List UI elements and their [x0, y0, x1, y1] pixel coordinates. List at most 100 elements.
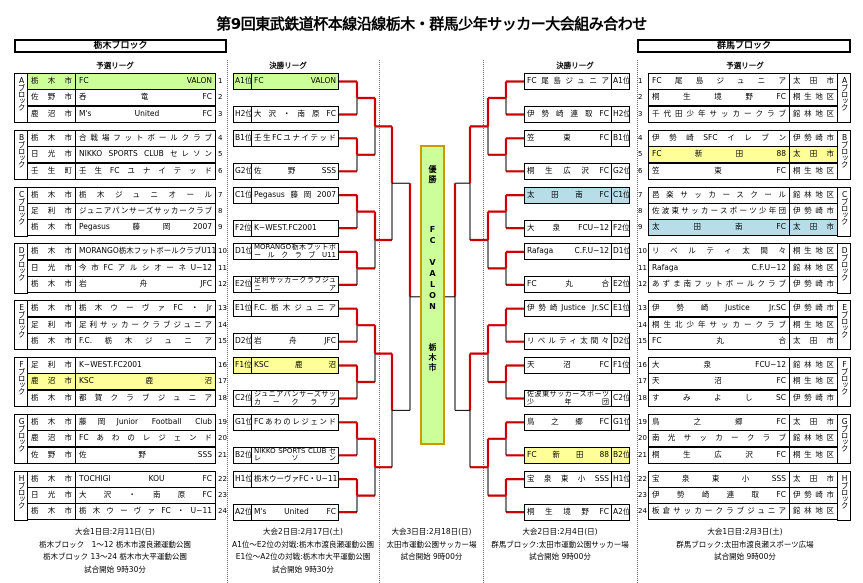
block-label: Fブロック — [14, 357, 28, 408]
team-number: 7 — [218, 190, 223, 199]
team-name: K−WEST.FC2001 — [75, 357, 216, 374]
final-team: 伊勢崎Justice Jr.SC — [524, 300, 612, 318]
team-name: 栃木ウーヴァFC・U−11 — [75, 503, 216, 521]
team-number: 2 — [218, 93, 223, 102]
team-number: 10 — [218, 247, 227, 256]
team-name: 笠東FC — [648, 162, 790, 180]
team-number: 1 — [218, 77, 223, 85]
champion-box: 優勝 FC VALON 栃木市 — [420, 145, 445, 445]
team-number: 23 — [638, 491, 647, 499]
team-number: 14 — [638, 320, 647, 329]
team-name: 佐波東サッカースポーツ少年団 — [648, 203, 790, 220]
seed-label: F2位 — [233, 219, 252, 237]
team-city: 伊勢崎市 — [789, 487, 838, 504]
footer-line: 試合開始 9時00分 — [529, 552, 591, 561]
team-number: 22 — [638, 474, 647, 483]
team-number: 18 — [218, 393, 227, 402]
team-number: 19 — [218, 417, 227, 426]
block-label-text: Fブロック — [17, 360, 27, 394]
team-city: 太田市 — [789, 470, 838, 488]
seed-label: B1位 — [611, 129, 630, 147]
team-number: 20 — [638, 434, 647, 443]
footer-line: 栃木ブロック 13〜24 栃木市大平運動公園 — [43, 552, 187, 561]
block-label-text: Cブロック — [17, 189, 27, 224]
team-name: FC新田88 — [648, 146, 790, 164]
team-name: 大泉FCU−12 — [648, 357, 790, 374]
team-city: 鹿沼市 — [27, 105, 76, 123]
footer-line: 試合開始 9時30分 — [272, 564, 334, 574]
team-city: 栃木市 — [27, 129, 76, 147]
block-label: Cブロック — [14, 186, 28, 237]
team-number: 17 — [638, 377, 647, 386]
footer-line: 大会1日目:2月11日(日) — [75, 527, 155, 536]
team-number: 24 — [218, 507, 227, 516]
team-number: 20 — [218, 434, 227, 443]
final-team: FC新田88 — [524, 446, 612, 464]
team-number: 8 — [638, 207, 643, 215]
final-team: FC丸合 — [524, 276, 612, 294]
team-number: 17 — [218, 377, 227, 386]
team-name: ジュニアパンサーズサッカークラブ — [75, 203, 216, 220]
footer-line: 大会1日目:2月3日(土) — [707, 527, 783, 536]
gunma-prelim-label: 予選リーグ — [726, 61, 764, 70]
seed-label: A2位 — [611, 503, 630, 521]
final-team: 鳥之郷FC — [524, 413, 612, 431]
team-name: FC VALON — [75, 73, 216, 90]
team-name: Pegasus藤岡2007 — [75, 219, 216, 237]
team-city: 栃木市 — [27, 503, 76, 521]
final-team: 伊勢崎連取FC — [524, 106, 612, 123]
footer-line: 大会2日目:2月17日(土) — [263, 527, 343, 536]
team-name: M's United FC — [75, 105, 216, 123]
gunma-prelim-footer: 大会1日目:2月3日(土) 群馬ブロック:太田市渡良瀬スポーツ広場 試合開始 9… — [640, 526, 850, 564]
seed-label: E2位 — [233, 276, 252, 294]
team-number: 19 — [638, 417, 647, 426]
block-label-text: Hブロック — [17, 473, 27, 508]
team-city: 栃木市 — [27, 389, 76, 407]
tochigi-prelim-footer: 大会1日目:2月11日(日) 栃木ブロック 1〜12 栃木市渡良瀬運動公園 栃木… — [10, 526, 220, 576]
team-city: 鹿沼市 — [27, 430, 76, 448]
footer-line: 群馬ブロック:太田市運動公園サッカー場 — [491, 539, 629, 549]
team-number: 18 — [638, 393, 647, 402]
final-team: NIKKO SPORTS CLUB セレソン — [251, 446, 339, 464]
block-label: Gブロック — [14, 413, 28, 464]
final-team: 栃木ウーヴァFC・U−11 — [251, 470, 339, 488]
seed-label: F1位 — [611, 357, 630, 374]
team-number: 12 — [218, 280, 227, 289]
final-team: リベルティ太間々 — [524, 333, 612, 351]
team-city: 栃木市 — [27, 276, 76, 294]
footer-line: 群馬ブロック:太田市渡良瀬スポーツ広場 — [676, 539, 814, 549]
seed-label: D1位 — [611, 243, 630, 261]
seed-label: H1位 — [611, 470, 630, 488]
team-city: 太田市 — [789, 73, 838, 90]
team-name: 板倉サッカークラブジュニア — [648, 503, 790, 521]
final-team: 岩舟JFC — [251, 333, 339, 351]
block-label: Cブロック — [837, 186, 851, 237]
final-day-footer: 大会3日目:2月18日(日) 太田市運動公園サッカー場 試合開始 9時00分 — [380, 526, 483, 564]
team-number: 7 — [638, 190, 643, 199]
page-title: 第9回東武鉄道杯本線沿線栃木・群馬少年サッカー大会組み合わせ — [216, 15, 647, 33]
team-city: 館林地区 — [789, 503, 838, 521]
team-city: 館林地区 — [789, 430, 838, 448]
team-city: 栃木市 — [27, 470, 76, 488]
block-label-text: Eブロック — [840, 303, 850, 338]
team-city: 栃木市 — [27, 219, 76, 237]
team-city: 館林地区 — [789, 259, 838, 277]
block-label: Bブロック — [14, 129, 28, 180]
seed-label: C1位 — [233, 186, 252, 204]
team-city: 桐生地区 — [789, 446, 838, 464]
block-label-text: Hブロック — [840, 473, 850, 508]
team-city: 桐生地区 — [789, 162, 838, 180]
team-number: 15 — [218, 337, 227, 345]
block-label-text: Bブロック — [17, 132, 27, 167]
block-label-text: Aブロック — [17, 76, 27, 110]
seed-label: H1位 — [233, 470, 252, 488]
team-city: 日光市 — [27, 146, 76, 164]
champion-city: 栃木市 — [428, 343, 437, 373]
divider — [637, 60, 638, 583]
team-city: 栃木市 — [27, 243, 76, 261]
team-name: F.C.栃木ジュニア — [75, 333, 216, 350]
seed-label: E1位 — [611, 300, 630, 318]
team-city: 太田市 — [789, 219, 838, 237]
seed-label: C2位 — [611, 390, 630, 407]
team-name: 佐野SSS — [75, 446, 216, 464]
